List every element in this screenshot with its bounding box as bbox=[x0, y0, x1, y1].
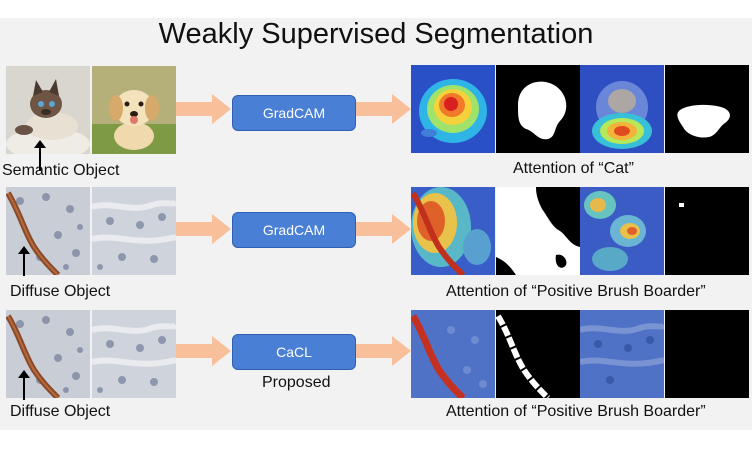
diffuse-heatmap-gradcam-2 bbox=[580, 187, 664, 275]
cat-mask bbox=[496, 65, 580, 153]
diffuse-mask-gradcam-2 bbox=[665, 187, 749, 275]
dog-mask bbox=[665, 65, 749, 153]
pointer-arrow-row1 bbox=[34, 140, 46, 170]
dog-photo bbox=[92, 66, 176, 154]
empty-mask-cacl bbox=[665, 310, 749, 398]
attention-brush-label-row2: Attention of “Positive Brush Boarder” bbox=[446, 283, 706, 300]
cacl-box: CaCL bbox=[232, 334, 356, 370]
pointer-arrow-row3 bbox=[18, 370, 30, 400]
pointer-arrow-row2 bbox=[18, 246, 30, 276]
semantic-object-label: Semantic Object bbox=[2, 162, 120, 179]
input-arrow-row2 bbox=[176, 214, 231, 244]
cat-photo bbox=[6, 66, 90, 154]
input-arrow-row3 bbox=[176, 336, 231, 366]
diffuse-object-label-row3: Diffuse Object bbox=[10, 403, 111, 420]
diffuse-heatmap-gradcam bbox=[411, 187, 495, 275]
figure-title: Weakly Supervised Segmentation bbox=[158, 18, 594, 50]
input-arrow-row1 bbox=[176, 94, 231, 124]
proposed-label: Proposed bbox=[262, 374, 331, 391]
output-arrow-row2 bbox=[356, 214, 411, 244]
tissue-overlay-cacl bbox=[580, 310, 664, 398]
gradcam-box-row2: GradCAM bbox=[232, 212, 356, 248]
diffuse-heatmap-cacl bbox=[411, 310, 495, 398]
cat-heatmap bbox=[411, 65, 495, 153]
diffuse-mask-gradcam bbox=[496, 187, 580, 275]
output-arrow-row1 bbox=[356, 94, 411, 124]
tissue-image-row3 bbox=[92, 310, 176, 398]
attention-cat-label: Attention of “Cat” bbox=[513, 160, 634, 177]
diffuse-object-label-row2: Diffuse Object bbox=[10, 283, 111, 300]
tissue-image-stained-row3 bbox=[6, 310, 90, 398]
tissue-image-stained bbox=[6, 187, 90, 275]
tissue-image bbox=[92, 187, 176, 275]
gradcam-box-row1: GradCAM bbox=[232, 95, 356, 131]
output-arrow-row3 bbox=[356, 336, 411, 366]
dog-heatmap bbox=[580, 65, 664, 153]
diffuse-mask-cacl bbox=[496, 310, 580, 398]
attention-brush-label-row3: Attention of “Positive Brush Boarder” bbox=[446, 403, 706, 420]
